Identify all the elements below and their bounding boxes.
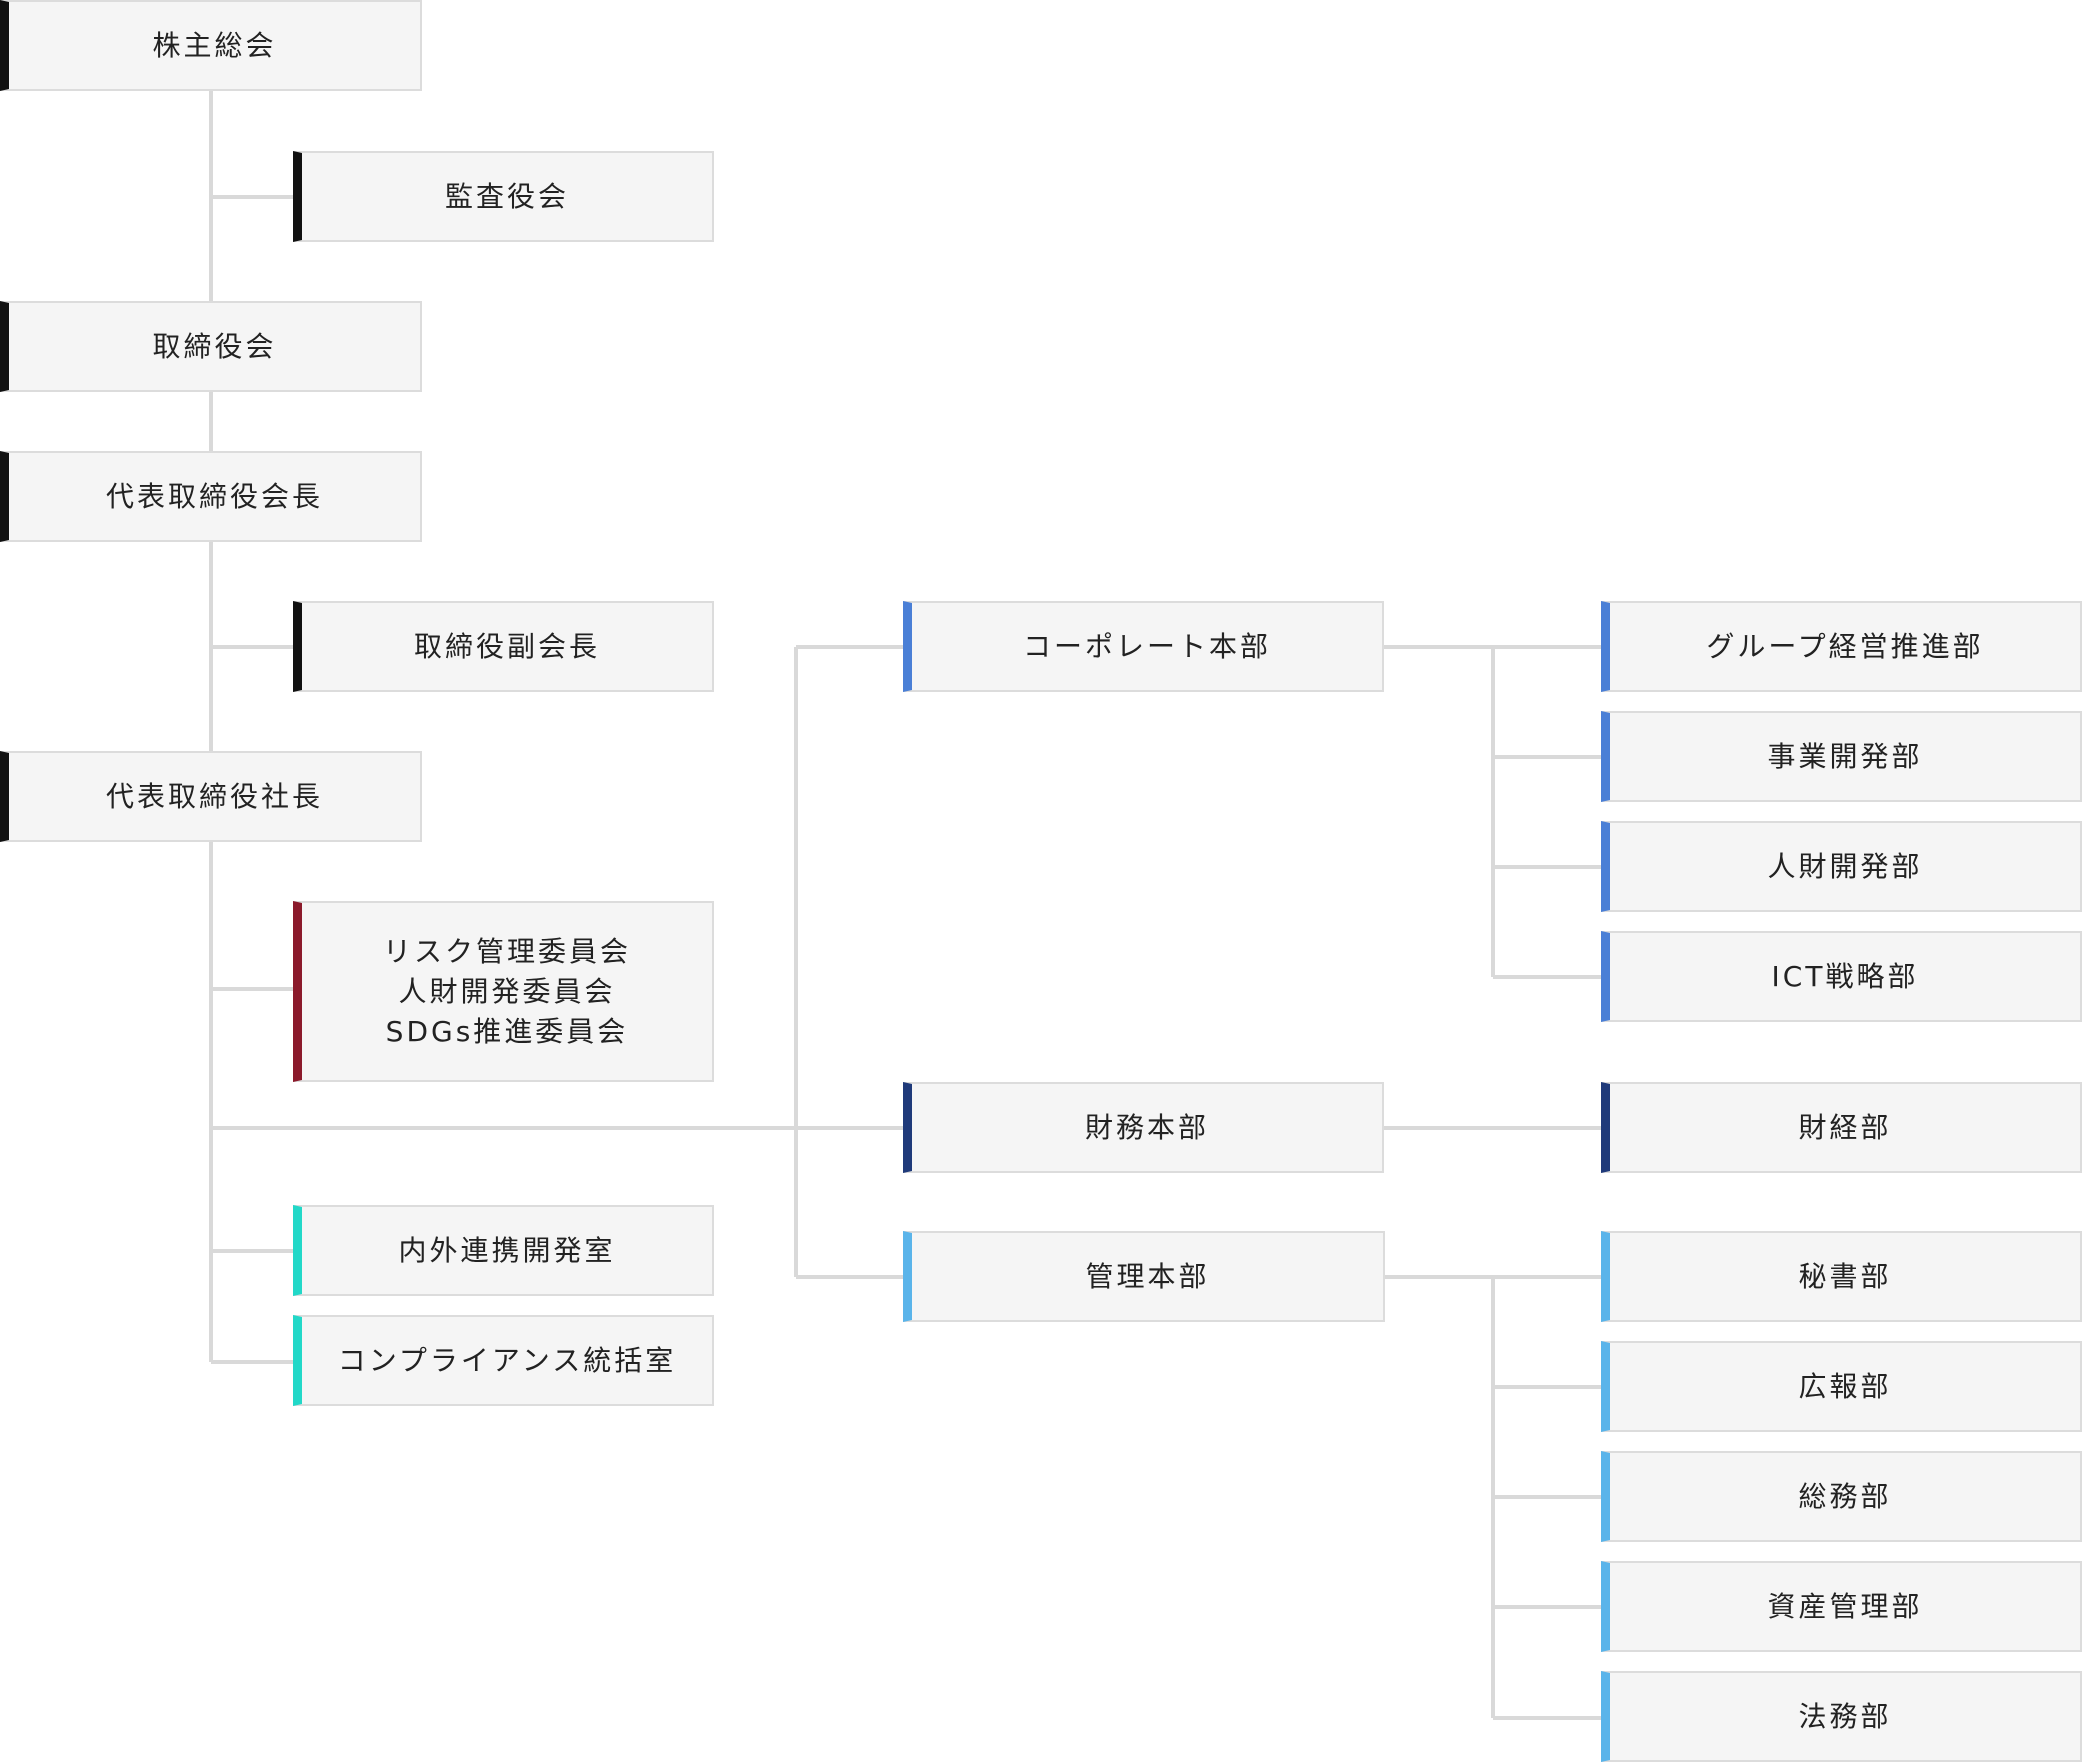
node-general-affairs-dept: 総務部 bbox=[1601, 1451, 2082, 1542]
committee-sdgs: SDGs推進委員会 bbox=[385, 1014, 629, 1048]
node-label: リスク管理委員会 人財開発委員会 SDGs推進委員会 bbox=[383, 932, 631, 1052]
node-accounting-dept: 財経部 bbox=[1601, 1082, 2082, 1173]
node-vice-chairman: 取締役副会長 bbox=[293, 601, 714, 692]
node-label: 監査役会 bbox=[444, 179, 569, 213]
node-hr-dev-dept: 人財開発部 bbox=[1601, 821, 2082, 912]
node-label: 総務部 bbox=[1798, 1479, 1892, 1513]
node-label: 法務部 bbox=[1798, 1699, 1892, 1733]
node-pr-dept: 広報部 bbox=[1601, 1341, 2082, 1432]
node-label: 内外連携開発室 bbox=[398, 1233, 616, 1267]
node-label: コンプライアンス統括室 bbox=[337, 1343, 677, 1377]
committee-hr-development: 人財開発委員会 bbox=[398, 974, 616, 1008]
node-external-collab-office: 内外連携開発室 bbox=[293, 1205, 714, 1296]
node-label: 資産管理部 bbox=[1767, 1589, 1923, 1623]
node-label: 取締役会 bbox=[152, 329, 277, 363]
node-label: 取締役副会長 bbox=[413, 629, 600, 663]
node-representative-president: 代表取締役社長 bbox=[0, 751, 422, 842]
node-label: 管理本部 bbox=[1085, 1259, 1210, 1293]
node-ict-strategy-dept: ICT戦略部 bbox=[1601, 931, 2082, 1022]
node-compliance-office: コンプライアンス統括室 bbox=[293, 1315, 714, 1406]
node-label: コーポレート本部 bbox=[1022, 629, 1271, 663]
node-corporate-hq: コーポレート本部 bbox=[903, 601, 1384, 692]
node-label: 人財開発部 bbox=[1767, 849, 1923, 883]
node-group-management-dept: グループ経営推進部 bbox=[1601, 601, 2082, 692]
node-audit-board: 監査役会 bbox=[293, 151, 714, 242]
node-label: 代表取締役社長 bbox=[105, 779, 323, 813]
node-label: 広報部 bbox=[1798, 1369, 1892, 1403]
node-asset-mgmt-dept: 資産管理部 bbox=[1601, 1561, 2082, 1652]
node-legal-dept: 法務部 bbox=[1601, 1671, 2082, 1762]
committee-risk-management: リスク管理委員会 bbox=[382, 934, 631, 968]
node-label: 代表取締役会長 bbox=[105, 479, 323, 513]
node-board-of-directors: 取締役会 bbox=[0, 301, 422, 392]
node-representative-chairman: 代表取締役会長 bbox=[0, 451, 422, 542]
node-label: 財経部 bbox=[1798, 1110, 1892, 1144]
node-business-dev-dept: 事業開発部 bbox=[1601, 711, 2082, 802]
node-finance-hq: 財務本部 bbox=[903, 1082, 1384, 1173]
node-label: 財務本部 bbox=[1084, 1110, 1209, 1144]
node-shareholders-meeting: 株主総会 bbox=[0, 0, 422, 91]
node-label: 株主総会 bbox=[152, 28, 277, 62]
node-label: 秘書部 bbox=[1798, 1259, 1892, 1293]
node-committees: リスク管理委員会 人財開発委員会 SDGs推進委員会 bbox=[293, 901, 714, 1082]
node-label: グループ経営推進部 bbox=[1706, 629, 1984, 663]
node-label: 事業開発部 bbox=[1767, 739, 1923, 773]
node-secretariat-dept: 秘書部 bbox=[1601, 1231, 2082, 1322]
node-admin-hq: 管理本部 bbox=[903, 1231, 1385, 1322]
node-label: ICT戦略部 bbox=[1771, 959, 1919, 993]
